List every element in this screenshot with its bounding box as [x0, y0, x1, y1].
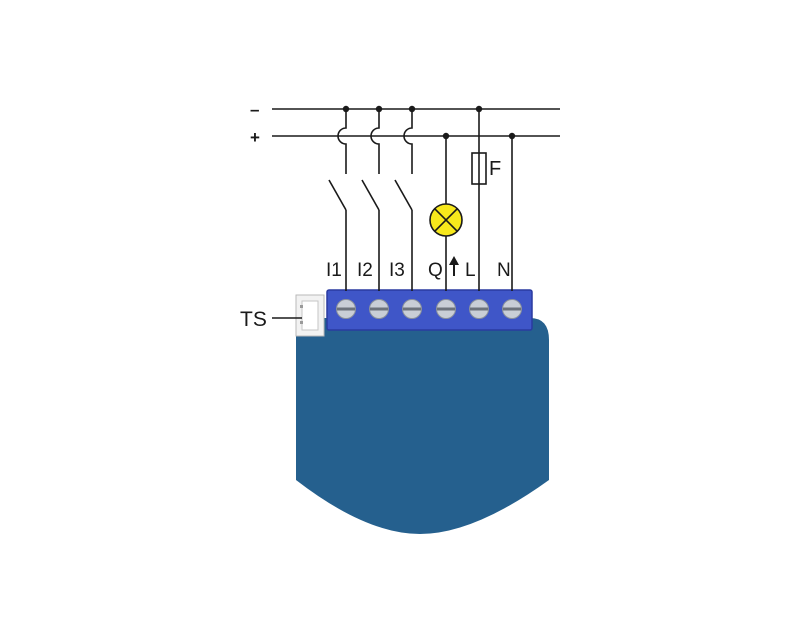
input-wire-i2 — [361, 105, 383, 291]
screw-n — [502, 299, 522, 319]
bus-plus-sign: + — [250, 128, 260, 147]
ts-label: TS — [240, 308, 267, 331]
terminal-block — [326, 289, 533, 331]
screw-i3 — [402, 299, 422, 319]
supply-wire-l — [471, 105, 487, 291]
switch-icon — [394, 179, 413, 211]
lamp-icon — [429, 203, 463, 237]
screw-i2 — [369, 299, 389, 319]
input-wire-i3 — [394, 105, 416, 291]
terminal-screws — [336, 299, 522, 319]
terminal-label-q: Q — [428, 260, 443, 281]
screw-l — [469, 299, 489, 319]
connector-icon — [295, 294, 325, 337]
terminal-label-i2: I2 — [357, 260, 373, 281]
arrow-up-icon — [449, 256, 459, 276]
terminal-label-l: L — [465, 260, 476, 281]
switch-icon — [328, 179, 347, 211]
output-wire-q — [429, 132, 463, 291]
terminal-label-i3: I3 — [389, 260, 405, 281]
switch-icon — [361, 179, 380, 211]
terminal-label-n: N — [497, 260, 511, 281]
input-wire-i1 — [328, 105, 350, 291]
fuse-label: F — [489, 158, 501, 180]
supply-wire-n — [508, 132, 516, 291]
screw-q — [436, 299, 456, 319]
bus-minus-sign: – — [250, 100, 259, 119]
terminal-label-i1: I1 — [326, 260, 342, 281]
module-body — [296, 318, 549, 534]
screw-i1 — [336, 299, 356, 319]
